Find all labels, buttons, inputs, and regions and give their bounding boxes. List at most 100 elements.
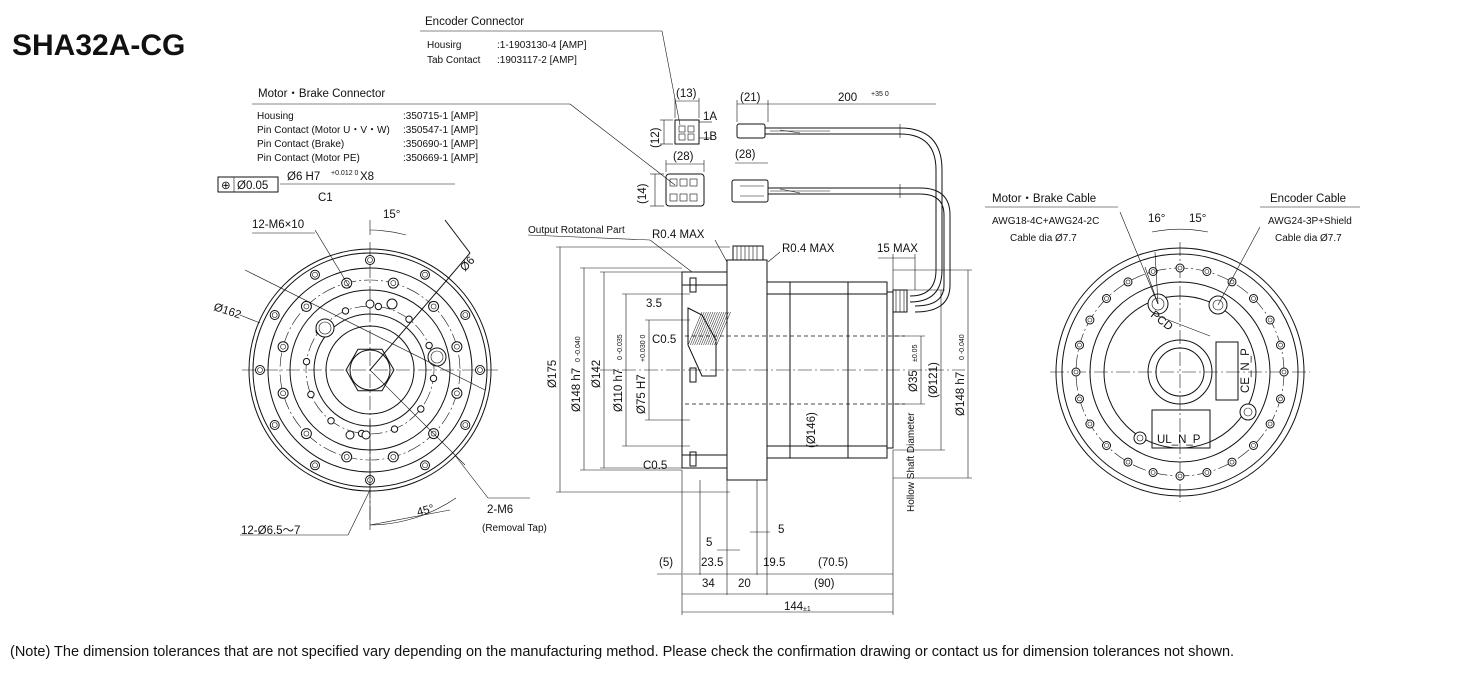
- bolt-hole: [277, 387, 289, 399]
- bolt-hole: [405, 315, 413, 323]
- bolt-hole: [269, 310, 280, 320]
- bolt-hole: [420, 269, 430, 280]
- bolt-hole: [451, 341, 463, 353]
- connector-pins: [669, 178, 698, 202]
- dia-148-left-tol: 0 -0.040: [575, 336, 582, 362]
- dia-35-label: Ø35: [908, 370, 920, 392]
- bolt-hole: [1102, 294, 1111, 303]
- encoder-cable-label: Encoder Cable: [1270, 193, 1346, 205]
- dim-20-label: 20: [738, 578, 751, 590]
- encoder-connector-heading: Encoder Connector: [425, 16, 524, 28]
- motor-connector-heading: Motor・Brake Connector: [258, 88, 385, 100]
- dia-142-label: Ø142: [591, 360, 603, 388]
- dim-5-paren-label: (5): [659, 557, 673, 569]
- bolt-hole: [1075, 340, 1084, 350]
- bolt-hole: [387, 277, 399, 289]
- bolt-hole: [277, 341, 289, 353]
- dim-21-label: (21): [740, 92, 761, 104]
- pin-1a-label: 1A: [703, 111, 717, 123]
- bolt-hole-inner: [422, 271, 428, 278]
- pcd-label: PCD: [1148, 309, 1175, 333]
- bolt-hole: [1279, 367, 1289, 377]
- bolt-hole: [310, 269, 320, 280]
- removal-tap-label: 2-M6: [487, 504, 513, 516]
- motor-pin-brake-value: :350690-1 [AMP]: [403, 139, 478, 150]
- bolt-hole: [1249, 294, 1258, 303]
- output-part-label: Output Rotatonal Part: [528, 225, 625, 236]
- bolt-hole-inner: [477, 367, 483, 373]
- dia-75-tol: +0.030 0: [640, 334, 647, 362]
- bolt-hole: [387, 451, 399, 463]
- tolerance-symbol: ⊕: [221, 180, 231, 192]
- pin-hole-depth: X8: [360, 171, 374, 183]
- dim-5a-label: 5: [706, 537, 712, 549]
- bolt-hole: [1249, 441, 1258, 450]
- dia-148-right-label: Ø148 h7: [955, 372, 967, 416]
- side-view: [527, 234, 972, 615]
- bolt-hole-inner: [1077, 342, 1082, 348]
- bolt-hole: [1276, 340, 1285, 350]
- dia-148-right-tol: 0 -0.040: [959, 334, 966, 360]
- bolt-hole-inner: [1087, 421, 1093, 427]
- bolt-hole: [460, 420, 471, 430]
- bolt-hole: [1071, 367, 1081, 377]
- hatch-line: [687, 311, 703, 346]
- hatch-line: [698, 311, 714, 346]
- bolt-hole: [300, 300, 312, 312]
- dia-75-label: Ø75 H7: [636, 374, 648, 414]
- bolt-hole: [1123, 277, 1133, 287]
- side-view-labels: Output Rotatonal Part R0.4 MAX R0.4 MAX …: [528, 225, 967, 613]
- bolt-hole: [327, 417, 335, 425]
- bolt-hole-inner: [462, 422, 469, 428]
- cable-bundle: [765, 124, 951, 313]
- encoder-tab-key: Tab Contact: [427, 55, 481, 66]
- bolt-hole: [420, 460, 430, 471]
- bolt-hole-inner: [1229, 459, 1235, 465]
- encoder-housing-value: :1-1903130-4 [AMP]: [497, 40, 587, 51]
- bolt-hole-inner: [1125, 459, 1131, 465]
- bolt-hole: [417, 405, 425, 413]
- bolt-hole: [1227, 457, 1237, 467]
- r04-right-label: R0.4 MAX: [782, 243, 835, 255]
- encoder-cable-dia: Cable dia Ø7.7: [1275, 233, 1342, 244]
- hatch-line: [692, 311, 707, 346]
- bolt-hole-inner: [1104, 443, 1109, 448]
- motor-brake-cable-label: Motor・Brake Cable: [992, 193, 1096, 205]
- mid-bolt-holes: [277, 277, 463, 463]
- bolt-hole-inner: [312, 462, 318, 469]
- bolt-hole: [365, 255, 375, 265]
- bolt-hole: [1075, 394, 1084, 404]
- pin-hole-tol: +0.012 0: [331, 170, 359, 177]
- bolt-hole: [1202, 267, 1212, 276]
- connector-sketches: 1A 1B (13) (12) (28) (14): [637, 88, 951, 313]
- bolt-hole-inner: [257, 367, 263, 373]
- bolt-holes-label: 12-M6×10: [252, 219, 304, 231]
- pin-1b-label: 1B: [703, 131, 717, 143]
- bolt-hole: [1202, 468, 1212, 477]
- motor-pin-brake-key: Pin Contact (Brake): [257, 139, 344, 150]
- dia-162-label: Ø162: [212, 301, 242, 321]
- bolt-hole: [460, 310, 471, 320]
- rear-angle-16-label: 16°: [1148, 213, 1165, 225]
- bolt-hole-inner: [422, 462, 428, 469]
- motor-pin-pe-value: :350669-1 [AMP]: [403, 153, 478, 164]
- motor-housing-key: Housing: [257, 111, 294, 122]
- dia-6-label: Ø6: [458, 255, 477, 274]
- bolt-hole: [425, 341, 433, 350]
- rear-bolt-holes: [1071, 263, 1289, 481]
- bolt-hole-inner: [312, 271, 318, 278]
- hatch-line: [716, 311, 731, 346]
- encoder-cable-spec: AWG24-3P+Shield: [1268, 216, 1352, 227]
- hatch-line: [711, 311, 727, 346]
- bolt-hole-inner: [1104, 296, 1109, 301]
- hatch-line: [696, 311, 712, 346]
- bolt-hole-inner: [1267, 317, 1273, 323]
- bolt-hole: [1227, 277, 1237, 287]
- bolt-hole-inner: [390, 280, 397, 286]
- dim-90-label: (90): [814, 578, 835, 590]
- bolt-hole-inner: [303, 303, 310, 310]
- motor-brake-cable-dia: Cable dia Ø7.7: [1010, 233, 1077, 244]
- pin-hole-spec: Ø6 H7: [287, 171, 320, 183]
- bolt-hole-inner: [1125, 279, 1131, 285]
